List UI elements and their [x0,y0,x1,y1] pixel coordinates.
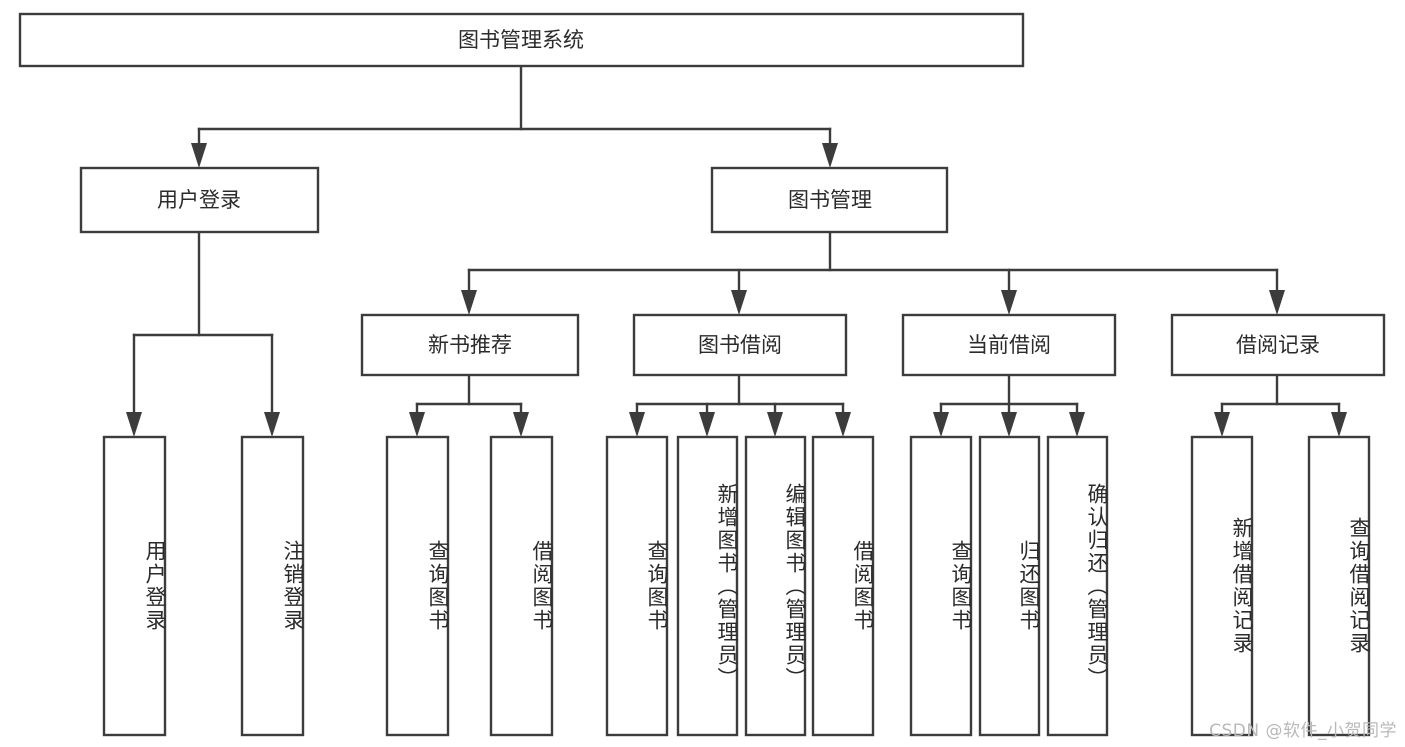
node-current-borrow-label: 当前借阅 [967,333,1051,357]
node-leaf-query-record[interactable] [1307,435,1371,737]
node-leaf-add-record[interactable] [1190,435,1254,737]
node-book-management-label: 图书管理 [788,188,872,212]
arrow-head-icon [191,143,207,168]
node-new-book-recommend[interactable] [360,313,580,377]
node-borrow-record[interactable] [1170,313,1386,377]
node-borrow-record-label: 借阅记录 [1236,333,1320,357]
connector-group-root [191,64,838,168]
node-current-borrow[interactable] [901,313,1117,377]
arrow-head-icon [409,412,425,437]
arrow-head-icon [1069,412,1085,437]
arrow-head-icon [835,412,851,437]
node-book-borrow[interactable] [632,313,848,377]
node-leaf-borrow-book-1[interactable] [489,435,554,737]
connector-group-book-management [461,230,1285,315]
connector-group-book-borrow [629,373,851,437]
node-user-login[interactable] [79,166,320,234]
arrow-head-icon [461,290,477,315]
node-root-label: 图书管理系统 [458,28,584,52]
node-leaf-edit-book[interactable] [744,435,807,737]
connector-group-user-login [126,230,280,437]
arrow-head-icon [933,412,949,437]
connector-group-new-book [409,373,529,437]
arrow-head-icon [629,412,645,437]
arrow-head-icon [1001,290,1017,315]
arrow-head-icon [264,412,280,437]
node-leaf-confirm-return[interactable] [1046,435,1109,737]
arrow-head-icon [699,412,715,437]
node-leaf-query-book-1[interactable] [385,435,450,737]
arrow-head-icon [513,412,529,437]
arrow-head-icon [731,290,747,315]
node-new-book-recommend-label: 新书推荐 [428,333,512,357]
node-leaf-user-login[interactable] [102,435,167,737]
node-root[interactable] [18,12,1025,68]
connector-group-current-borrow [933,373,1085,437]
node-user-login-label: 用户登录 [157,188,241,212]
arrow-head-icon [1331,412,1347,437]
connector-group-borrow-record [1214,373,1347,437]
arrow-head-icon [822,143,838,168]
node-leaf-query-book-3[interactable] [909,435,973,737]
arrow-head-icon [1214,412,1230,437]
arrow-head-icon [767,412,783,437]
arrow-head-icon [1001,412,1017,437]
node-book-management[interactable] [710,166,949,234]
node-leaf-borrow-book-2[interactable] [811,435,875,737]
node-book-borrow-label: 图书借阅 [698,333,782,357]
watermark-text: CSDN @软件_小贺同学 [1209,721,1397,741]
arrow-head-icon [1269,290,1285,315]
arrow-head-icon [126,412,142,437]
node-leaf-logout[interactable] [240,435,305,737]
node-leaf-query-book-2[interactable] [605,435,669,737]
node-leaf-add-book[interactable] [676,435,739,737]
node-leaf-return-book[interactable] [978,435,1041,737]
